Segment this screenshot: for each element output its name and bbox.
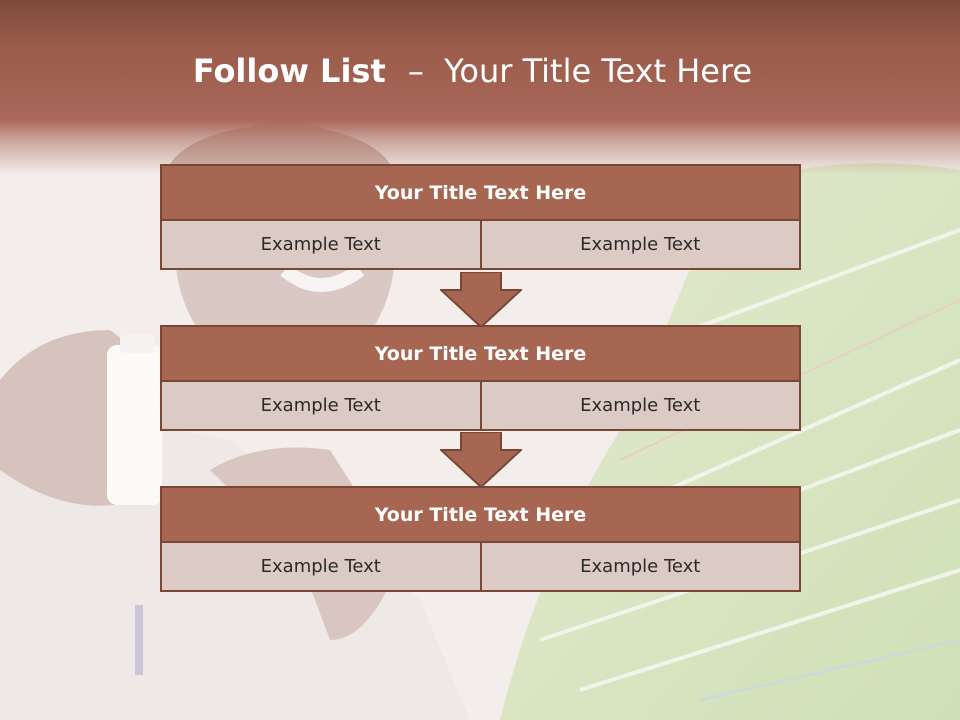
block-cell-left: Example Text	[260, 395, 381, 416]
block-cell-right: Example Text	[479, 221, 800, 268]
block-title: Your Title Text Here	[160, 325, 801, 382]
block-title: Your Title Text Here	[160, 486, 801, 543]
down-arrow-icon	[440, 272, 522, 328]
block-row: Example Text Example Text	[160, 382, 801, 431]
block-row: Example Text Example Text	[160, 221, 801, 270]
down-arrow-icon	[440, 432, 522, 488]
title-dash: –	[407, 52, 424, 90]
block-cell-left: Example Text	[260, 234, 381, 255]
flow-block-3: Your Title Text Here Example Text Exampl…	[160, 486, 801, 592]
block-cell-right: Example Text	[479, 543, 800, 590]
title-bold-part: Follow List	[192, 52, 386, 90]
flow-block-1: Your Title Text Here Example Text Exampl…	[160, 164, 801, 270]
block-row: Example Text Example Text	[160, 543, 801, 592]
header-band	[0, 0, 960, 175]
block-cell-left: Example Text	[260, 556, 381, 577]
title-rest: Your Title Text Here	[444, 52, 753, 90]
slide-title: Follow List – Your Title Text Here	[0, 52, 945, 90]
flow-block-2: Your Title Text Here Example Text Exampl…	[160, 325, 801, 431]
block-title: Your Title Text Here	[160, 164, 801, 221]
block-cell-right: Example Text	[479, 382, 800, 429]
